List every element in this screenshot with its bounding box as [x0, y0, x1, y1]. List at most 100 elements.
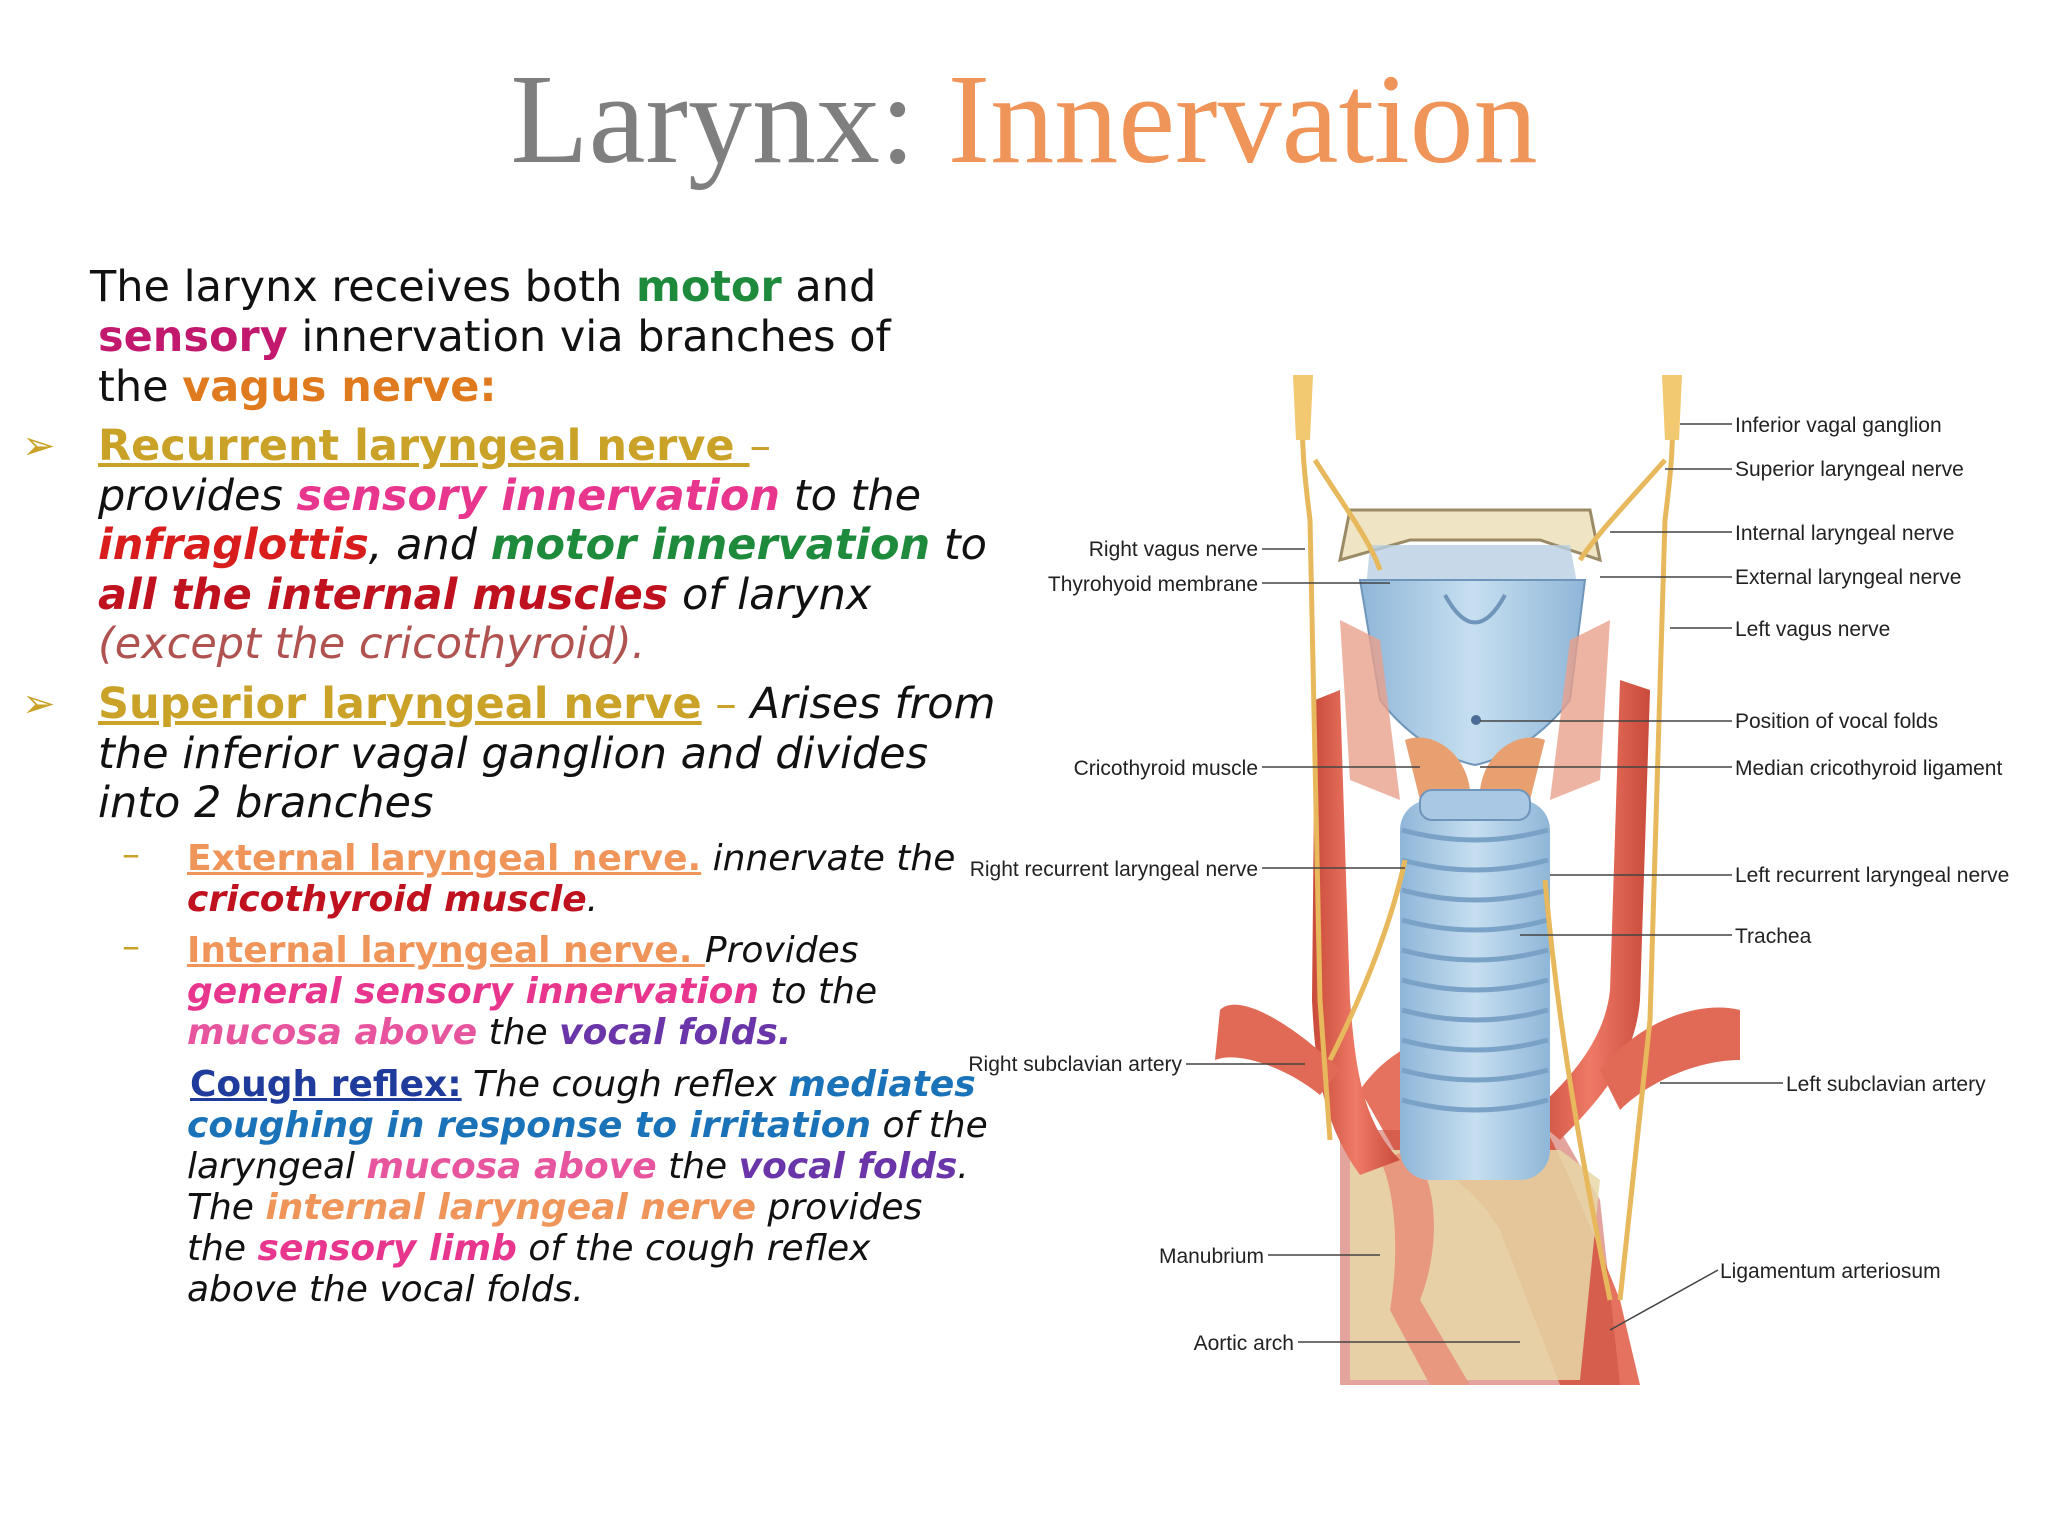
- bullet-superior-laryngeal: Superior laryngeal nerve – Arises from t…: [98, 679, 996, 829]
- left-inferior-vagal-ganglion: [1662, 375, 1682, 440]
- cough-reflex-heading: Cough reflex:: [190, 1064, 462, 1105]
- sub1-text: .: [586, 879, 599, 920]
- vocal-fold-position-dot: [1471, 715, 1481, 725]
- label-trachea: Trachea: [1735, 925, 1812, 948]
- sub1-line-2: cricothyroid muscle.: [187, 879, 955, 920]
- infraglottis-term: infraglottis: [98, 520, 369, 570]
- intro-line-3: the vagus nerve:: [90, 362, 891, 412]
- internal-laryngeal-term: internal laryngeal nerve: [265, 1187, 757, 1228]
- b2-text: Arises from: [750, 679, 996, 729]
- tracheal-rings: [1401, 827, 1549, 1113]
- cough-text: the: [187, 1228, 258, 1269]
- manubrium-shape: [1350, 1150, 1600, 1380]
- b2-text: into 2 branches: [98, 778, 434, 828]
- slide-title: Larynx: Innervation: [0, 44, 2048, 194]
- cough-text: provides: [756, 1187, 923, 1228]
- leader-lines: [1186, 423, 1783, 1343]
- b2-line-3: into 2 branches: [98, 778, 995, 829]
- sub2-text: .: [777, 1012, 792, 1053]
- b1-line-1: Recurrent laryngeal nerve –: [98, 421, 987, 472]
- label-left-recurrent-laryngeal-nerve: Left recurrent laryngeal nerve: [1735, 864, 2009, 887]
- cricoid-cartilage: [1419, 789, 1531, 821]
- bullet-arrow-icon: ➢: [22, 423, 56, 469]
- cough-line-3: laryngeal mucosa above the vocal folds.: [187, 1146, 988, 1187]
- larynx: [1338, 508, 1610, 821]
- sub-internal-laryngeal: Internal laryngeal nerve. Provides gener…: [187, 930, 877, 1053]
- vocal-folds-term: vocal folds: [559, 1012, 778, 1053]
- label-inferior-vagal-ganglion: Inferior vagal ganglion: [1735, 414, 1942, 437]
- intro-paragraph: The larynx receives both motor and senso…: [90, 262, 891, 412]
- b1-text: of larynx: [668, 569, 872, 620]
- superior-laryngeal-heading: Superior laryngeal nerve: [98, 679, 702, 729]
- sub2-line-2: general sensory innervation to the: [187, 971, 877, 1012]
- sensory-limb-term: sensory limb: [257, 1228, 517, 1269]
- sub-dash: –: [122, 926, 140, 967]
- cough-line-1: Cough reflex: The cough reflex mediates: [187, 1064, 988, 1105]
- mucosa-above-term: mucosa above: [187, 1012, 478, 1053]
- cough-text: of the cough reflex: [516, 1228, 871, 1269]
- motor-innervation-term: motor innervation: [490, 520, 931, 570]
- title-larynx: Larynx:: [510, 48, 916, 190]
- cough-line-4: The internal laryngeal nerve provides: [187, 1187, 988, 1228]
- cough-text: .: [957, 1146, 969, 1187]
- intro-text: The larynx receives both: [90, 262, 637, 312]
- right-cricothyroid-muscle: [1405, 737, 1470, 800]
- cough-line-6: above the vocal folds.: [187, 1269, 988, 1310]
- thyroid-notch: [1443, 594, 1507, 625]
- b1-line-5: (except the cricothyroid).: [98, 619, 987, 670]
- left-common-carotid: [1530, 680, 1650, 1140]
- b1-text: to: [930, 520, 987, 570]
- label-left-subclavian-artery: Left subclavian artery: [1786, 1073, 1986, 1096]
- cough-text: laryngeal: [187, 1146, 367, 1187]
- cough-line-2: coughing in response to irritation of th…: [187, 1105, 988, 1146]
- label-cricothyroid-muscle: Cricothyroid muscle: [1074, 757, 1258, 780]
- right-superior-laryngeal-nerve-path: [1312, 458, 1383, 571]
- intro-text: innervation via branches of: [287, 312, 891, 362]
- cough-text: The cough reflex: [461, 1064, 789, 1105]
- motor-term: motor: [636, 262, 782, 312]
- sensory-term: sensory: [98, 312, 288, 362]
- brachiocephalic-shape: [1380, 1150, 1470, 1385]
- sub2-line-3: mucosa above the vocal folds.: [187, 1012, 877, 1053]
- hyoid-bone: [1338, 508, 1602, 563]
- intro-text: the: [98, 362, 183, 412]
- left-recurrent-laryngeal-path: [1542, 879, 1613, 1301]
- internal-laryngeal-heading: Internal laryngeal nerve.: [187, 930, 705, 971]
- label-right-subclavian-artery: Right subclavian artery: [968, 1053, 1182, 1076]
- b1-text: to the: [780, 470, 922, 521]
- sub1-text: innervate the: [701, 838, 956, 879]
- dash: –: [749, 421, 772, 471]
- b1-text: provides: [98, 470, 297, 521]
- mediates-term: mediates: [788, 1064, 976, 1105]
- b2-text: the inferior vagal ganglion and divides: [98, 728, 929, 779]
- sub1-line-1: External laryngeal nerve. innervate the: [187, 838, 955, 879]
- right-inferior-vagal-ganglion: [1293, 375, 1313, 440]
- label-internal-laryngeal-nerve: Internal laryngeal nerve: [1735, 522, 1954, 545]
- label-superior-laryngeal-nerve: Superior laryngeal nerve: [1735, 458, 1964, 481]
- superior-laryngeal-nerve-path: [1577, 458, 1667, 562]
- intro-line-2: sensory innervation via branches of: [90, 312, 891, 362]
- larynx-innervation-figure: Inferior vagal ganglion Superior larynge…: [968, 375, 2009, 1385]
- intro-line-1: The larynx receives both motor and: [90, 262, 891, 312]
- dash: –: [701, 679, 751, 729]
- cricothyroid-exception: (except the cricothyroid).: [98, 619, 646, 669]
- sub-dash: –: [122, 834, 140, 875]
- title-innervation: Innervation: [947, 48, 1538, 190]
- internal-muscles-term: all the internal muscles: [98, 569, 669, 620]
- cough-text: of the: [871, 1105, 988, 1146]
- b1-line-4: all the internal muscles of larynx: [98, 569, 987, 621]
- cough-text: above the vocal folds.: [187, 1269, 584, 1310]
- cough-reflex-paragraph: Cough reflex: The cough reflex mediates …: [187, 1064, 988, 1310]
- b2-line-1: Superior laryngeal nerve – Arises from: [98, 679, 996, 730]
- label-thyrohyoid-membrane: Thyrohyoid membrane: [1048, 573, 1258, 596]
- label-external-laryngeal-nerve: External laryngeal nerve: [1735, 566, 1961, 589]
- label-position-of-vocal-folds: Position of vocal folds: [1735, 710, 1938, 733]
- figure-labels: Inferior vagal ganglion Superior larynge…: [968, 414, 2009, 1355]
- right-thyroid-lamina-muscle: [1340, 620, 1400, 800]
- bullet-arrow-icon: ➢: [22, 681, 56, 727]
- label-left-vagus-nerve: Left vagus nerve: [1735, 618, 1890, 641]
- b1-line-3: infraglottis, and motor innervation to: [98, 520, 987, 571]
- thyroid-cartilage: [1358, 579, 1587, 767]
- cough-text: The: [187, 1187, 266, 1228]
- b1-line-2: provides sensory innervation to the: [98, 470, 987, 522]
